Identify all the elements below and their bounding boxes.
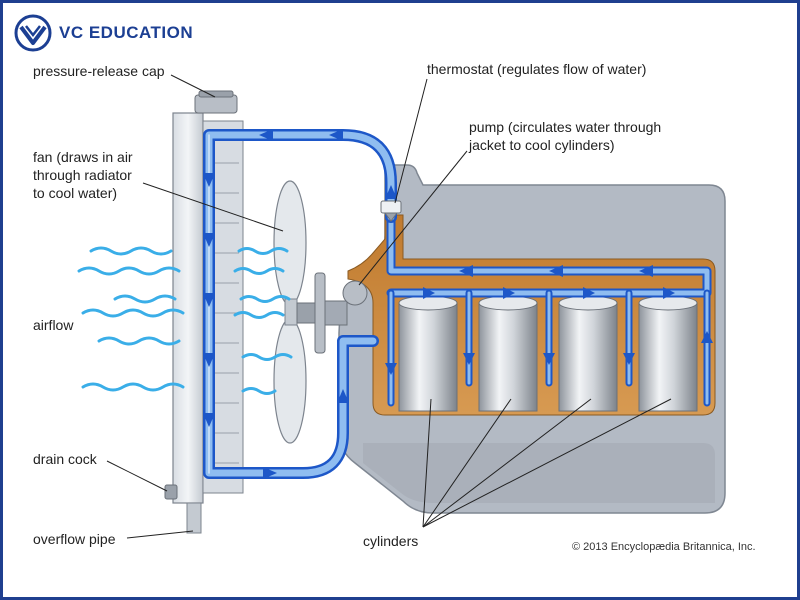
leader-lines [106,74,672,539]
cylinder-3 [558,295,618,412]
cylinder-2 [478,295,538,412]
copyright-notice: © 2013 Encyclopædia Britannica, Inc. [572,541,756,553]
engine-block-base [363,443,715,503]
jacket-water-flow [386,212,712,407]
drain-cock [164,484,178,500]
cylinder-1 [398,295,458,412]
label-airflow: airflow [33,317,74,333]
vc-shield-logo-icon [14,14,52,52]
label-drain-cock: drain cock [33,451,97,467]
cooling-system-diagram [77,74,726,539]
airflow-waves [77,246,293,395]
brand-logo: VC EDUCATION [13,13,193,53]
label-cylinders: cylinders [363,533,419,549]
brand-name: VC EDUCATION [59,23,194,42]
jacket-flow-arrows [385,265,713,375]
pressure-release-cap [194,90,238,114]
circuit-flow-arrows [203,129,397,479]
fan [273,180,348,444]
label-fan-line2: through radiator [33,167,132,183]
label-overflow-pipe: overflow pipe [33,531,116,547]
label-thermostat: thermostat (regulates flow of water) [427,61,647,77]
label-fan-line1: fan (draws in air [33,149,133,165]
label-pump-line2: jacket to cool cylinders) [469,137,615,153]
cylinder-4 [638,295,698,412]
label-fan-line3: to cool water) [33,185,118,201]
water-pump [342,280,368,306]
thermostat [380,200,402,222]
label-pump-line1: pump (circulates water through [469,119,662,135]
label-pressure-release-cap: pressure-release cap [33,63,165,79]
